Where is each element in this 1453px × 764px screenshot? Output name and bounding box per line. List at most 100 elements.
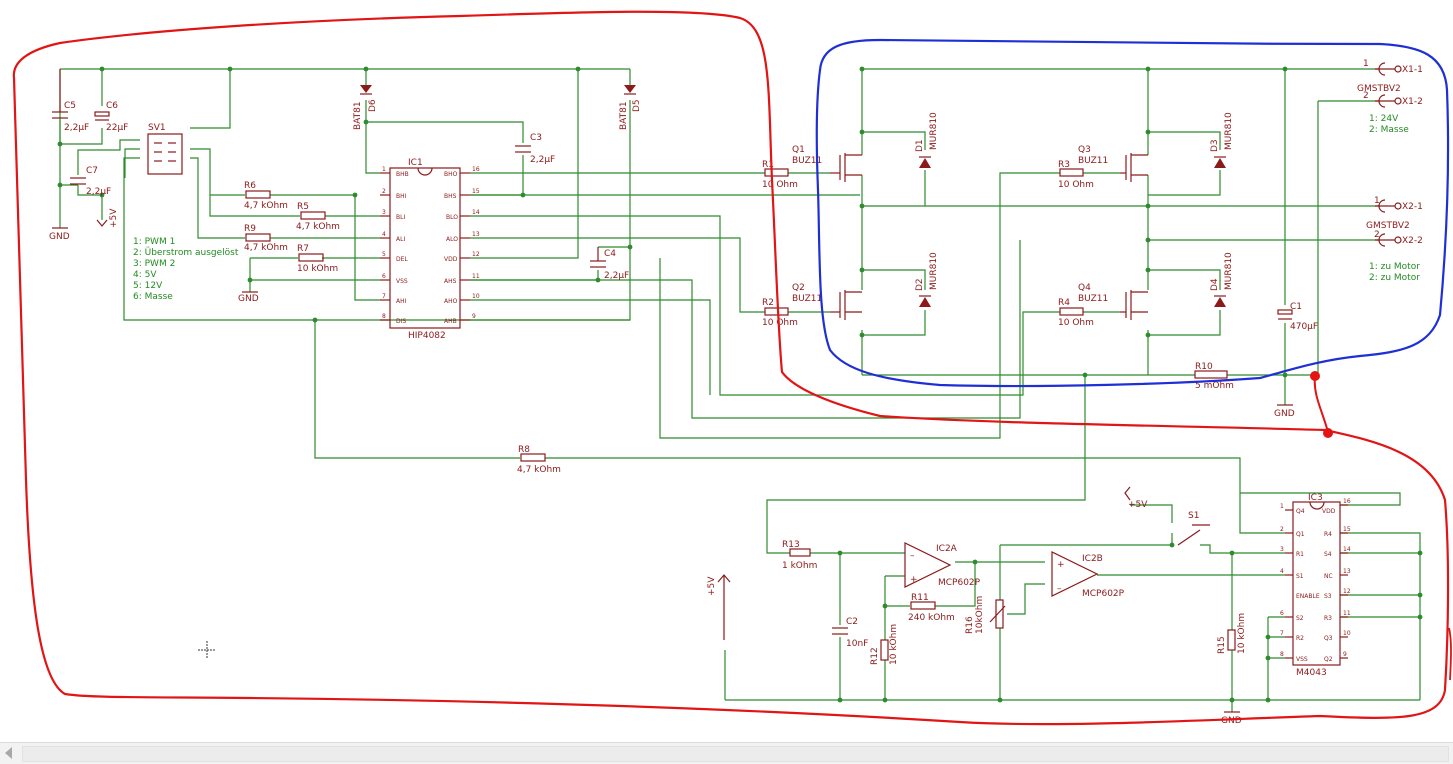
ic1-pin-number: 15	[472, 188, 480, 195]
ic1-pin-number: 2	[382, 188, 386, 195]
ic3-pin-number: 12	[1343, 588, 1351, 595]
ic1-pin-name: BHB	[396, 171, 409, 178]
resistor-r5[interactable]: R54,7 kOhm	[296, 202, 340, 232]
horizontal-scrollbar-track[interactable]	[22, 746, 1449, 762]
note-line: 1: zu Motor	[1369, 262, 1420, 272]
capacitor-c3[interactable]: C32,2µF	[515, 133, 555, 165]
horizontal-scrollbar[interactable]	[0, 742, 1453, 764]
plus5v-symbol: +5V	[1124, 486, 1148, 510]
ic1-pin-number: 14	[472, 209, 480, 216]
connector-x1-2-label: X1-2	[1402, 97, 1423, 107]
gnd-symbol: GND	[1221, 711, 1242, 726]
ic1-pin-name: BLI	[396, 214, 405, 221]
capacitor-ref: C5	[64, 101, 76, 111]
ic1-pin-name: ALI	[396, 236, 405, 243]
ic1-value: HIP4082	[408, 331, 446, 341]
capacitor-ref: C1	[1290, 302, 1302, 312]
resistor-r7[interactable]: R7 10 kOhm	[297, 244, 338, 274]
note-line: 5: 12V	[133, 281, 163, 291]
plus5v-label: +5V	[109, 208, 119, 228]
ic1-pin-name: BHS	[444, 193, 457, 200]
svg-text:–: –	[910, 551, 915, 561]
diode-ref: D2	[915, 278, 925, 291]
scroll-left-arrow-icon[interactable]	[5, 747, 12, 759]
resistor-ref: R1	[762, 160, 774, 170]
ic2a-opamp[interactable]: –+ IC2A MCP602P	[904, 542, 981, 588]
note-line: 1: 24V	[1369, 114, 1399, 124]
ic1-ref: IC1	[408, 158, 423, 168]
resistor-value: 4,7 kOhm	[296, 222, 340, 232]
s1-switch[interactable]: S1	[1177, 511, 1210, 546]
ic1-pin-name: AHO	[444, 298, 458, 305]
capacitor-value: 22µF	[106, 123, 128, 133]
resistor-r8[interactable]: R8 4,7 kOhm	[517, 445, 561, 475]
connector-pin-number: 2	[1374, 230, 1380, 240]
resistor-ref: R7	[297, 244, 309, 254]
capacitor-c5[interactable]: C52,2µF	[52, 69, 89, 133]
capacitor-c4[interactable]: C42,2µF	[590, 247, 629, 281]
resistor-r9[interactable]: R94,7 kOhm	[244, 224, 288, 253]
ic1-pin-number: 6	[382, 273, 386, 280]
ic1-pin-number: 1	[382, 166, 386, 173]
ic3-pin-name: R1	[1296, 551, 1304, 558]
ic3-pin-name: VDD	[1322, 508, 1336, 515]
ic3-pin-name: S3	[1324, 593, 1332, 600]
ic1-pin-number: 9	[472, 313, 476, 320]
sv1-connector[interactable]: SV1	[147, 123, 183, 175]
ic3-m4043[interactable]: IC3 M4043 1Q4 2Q1 3R1 4S1 ENABLE 6S2 7R2…	[1280, 493, 1351, 678]
note-line: 2: Masse	[1369, 125, 1409, 135]
resistor-value: 240 kOhm	[908, 613, 955, 623]
gnd-label: GND	[1221, 716, 1242, 726]
ic2b-value: MCP602P	[1082, 589, 1125, 599]
connector-pin-number: 1	[1374, 196, 1380, 206]
sv1-ref: SV1	[148, 123, 166, 133]
ic2b-opamp[interactable]: +– IC2B MCP602P	[1051, 551, 1125, 599]
x1-note: 1: 24V 2: Masse	[1369, 114, 1409, 135]
diode-value: MUR810	[1224, 112, 1234, 150]
resistor-value: 10 kOhm	[1237, 613, 1247, 654]
red-annotation-marker	[1323, 428, 1333, 438]
capacitor-c7[interactable]: C72,2µF	[70, 166, 111, 197]
resistor-ref: R8	[518, 445, 530, 455]
ic3-pin-number: 6	[1280, 610, 1284, 617]
output-connectors[interactable]: 1 X1-1 GMSTBV2 2 X1-2 1 X2-1 GMSTBV2 2 X…	[1357, 59, 1423, 247]
red-annotation-marker	[1310, 371, 1320, 381]
capacitor-value: 10nF	[846, 639, 868, 649]
capacitor-value: 2,2µF	[604, 271, 629, 281]
ic3-pin-name: R2	[1296, 635, 1304, 642]
resistor-r6[interactable]: R64,7 kOhm	[244, 181, 288, 211]
diode-value: BAT81	[619, 101, 629, 130]
resistor-value: 4,7 kOhm	[517, 465, 561, 475]
ic3-pin-number: 10	[1343, 630, 1351, 637]
resistor-value: 10 kOhm	[297, 264, 338, 274]
